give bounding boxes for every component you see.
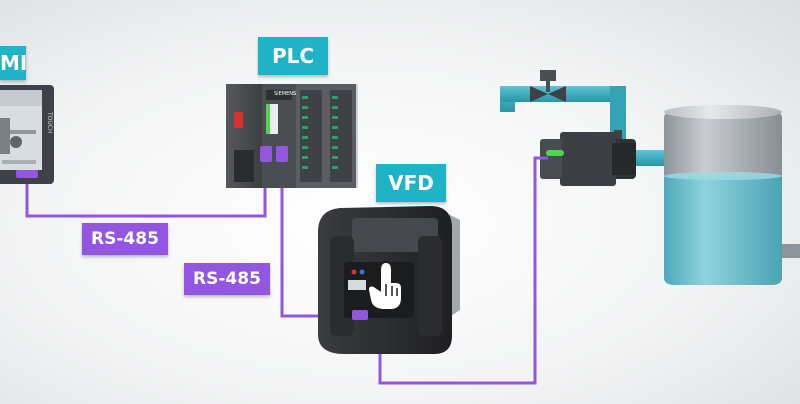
vfd-label: VFD [376, 164, 446, 202]
rs485-label-hmi-plc: RS-485 [82, 223, 168, 255]
flow-sensor [540, 130, 636, 186]
hmi-port [16, 170, 38, 178]
vfd-port [352, 310, 368, 320]
valve-body-right [548, 86, 566, 102]
hmi-label: MI [0, 46, 27, 80]
plc-port-2 [276, 146, 288, 162]
plc-port-1 [260, 146, 272, 162]
tank-top [664, 105, 782, 119]
plc-power-switch [234, 112, 243, 128]
hand-pointer-icon [366, 260, 403, 311]
valve-actuator [540, 70, 556, 81]
hmi-brand-text: TOUCH [46, 111, 53, 133]
pipe-segment [610, 86, 626, 144]
valve-body-left [530, 86, 548, 102]
cables [25, 155, 548, 385]
tank-liquid [664, 176, 782, 285]
plc-device: SIEMENS [226, 84, 358, 188]
pipe-segment [780, 244, 800, 258]
valve-stem [546, 80, 550, 92]
sensor-status-led [546, 150, 564, 156]
rs485-label-plc-vfd: RS-485 [184, 263, 270, 295]
control-valve [530, 70, 566, 102]
vfd-device [318, 206, 460, 354]
tank [664, 105, 782, 285]
plc-cpu-module [262, 84, 296, 188]
cable-vfd-sensor [378, 156, 548, 385]
plc-label: PLC [258, 37, 328, 75]
hmi-device: TOUCH [0, 85, 54, 184]
plc-brand-text: SIEMENS [274, 91, 296, 97]
plc-io-indicators [302, 96, 338, 169]
pipe-segment [636, 150, 666, 166]
